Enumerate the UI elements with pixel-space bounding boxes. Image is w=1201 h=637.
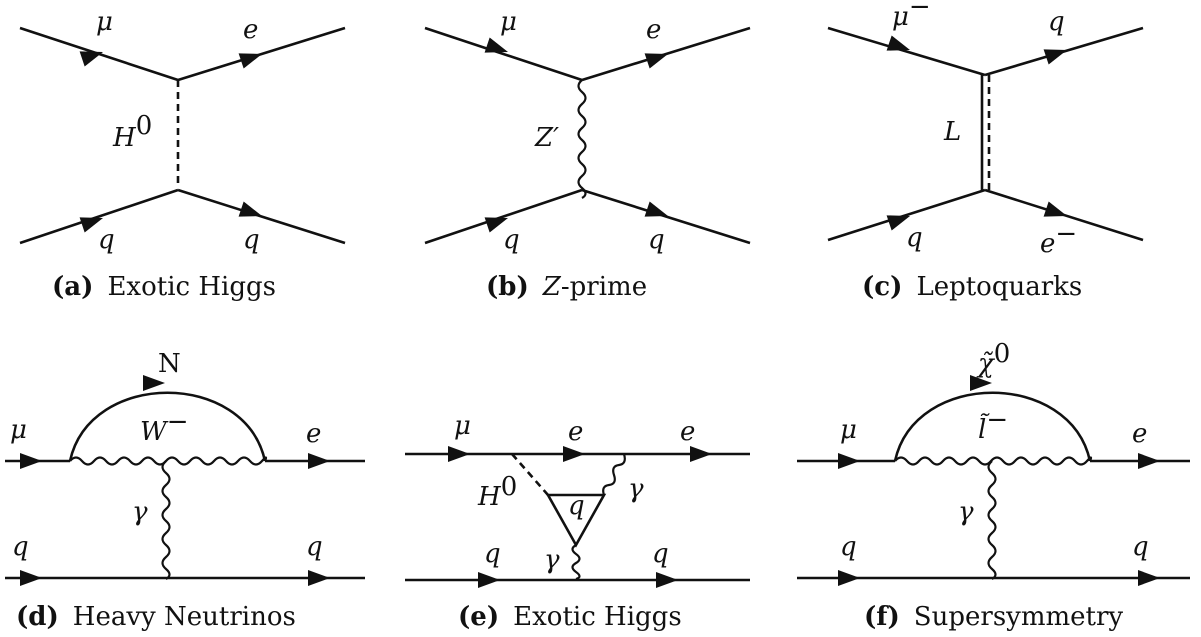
slepton-line	[894, 456, 1093, 466]
fermion-arrow	[838, 453, 860, 469]
label-muon: μ	[454, 411, 471, 441]
label-electron-out: e	[680, 417, 695, 447]
caption-e: (e)Exotic Higgs	[458, 602, 682, 632]
label-w-boson: W−	[140, 407, 189, 447]
quark-in-line	[19, 188, 179, 245]
fermion-arrow	[1043, 49, 1067, 65]
label-zprime: Z′	[534, 123, 559, 153]
quark-in-line	[827, 188, 986, 242]
label-quark-out: q	[306, 532, 323, 562]
label-quark-top: q	[1048, 7, 1065, 37]
label-quark-out: q	[243, 225, 260, 255]
label-muon: μ	[10, 415, 27, 445]
label-quark-out: q	[652, 539, 669, 569]
fermion-arrow	[644, 53, 668, 69]
diagram-d: N W− μ e γ q q (d)Heavy Neutrinos	[5, 349, 365, 632]
fermion-arrow	[484, 37, 508, 53]
label-photon: γ	[132, 497, 148, 527]
quark-out-line	[581, 188, 751, 245]
fermion-arrow	[478, 572, 500, 588]
quark-out-line	[177, 188, 346, 245]
fermion-arrow	[970, 375, 992, 391]
higgs-line	[511, 453, 549, 496]
label-quark-in: q	[840, 532, 857, 562]
label-neutrino: N	[158, 349, 181, 379]
label-quark-out: q	[1132, 532, 1149, 562]
fermion-arrow	[79, 51, 103, 67]
label-electron: e−	[1040, 219, 1077, 259]
fermion-arrow	[308, 570, 330, 586]
label-photon-right: γ	[628, 474, 644, 504]
label-muon: μ	[500, 7, 517, 37]
fermion-arrow	[656, 572, 678, 588]
diagram-b: μ e Z′ q q (b)Z-prime	[424, 7, 751, 302]
fermion-arrow	[448, 446, 470, 462]
fermion-arrow	[644, 201, 668, 217]
neutralino-arc	[893, 391, 1092, 462]
label-electron: e	[306, 419, 321, 449]
label-quark-out: q	[648, 225, 665, 255]
fermion-arrow	[20, 570, 42, 586]
label-quark-in: q	[98, 225, 115, 255]
zprime-propagator	[577, 79, 587, 199]
label-electron: e	[646, 15, 661, 45]
diagram-c: μ− q L q e− (c)Leptoquarks	[827, 0, 1144, 302]
photon-bottom-line	[571, 544, 581, 581]
diagram-f: χ̃0 l̃− μ e γ q q (f)Supersymmetry	[797, 339, 1190, 632]
fermion-arrow	[1138, 570, 1160, 586]
photon-line	[987, 460, 997, 580]
photon-line	[161, 460, 171, 580]
label-quark-in: q	[503, 225, 520, 255]
label-muon: μ−	[892, 0, 931, 32]
photon-right-line	[602, 453, 626, 496]
fermion-arrow	[838, 570, 860, 586]
fermion-arrow	[563, 446, 585, 462]
caption-f: (f)Supersymmetry	[864, 602, 1123, 632]
caption-c: (c)Leptoquarks	[862, 272, 1082, 302]
fermion-arrow	[238, 201, 262, 217]
label-electron: e	[243, 15, 258, 45]
fermion-arrows	[20, 35, 1160, 588]
label-electron-mid: e	[568, 417, 583, 447]
quark-triangle	[545, 493, 607, 548]
fermion-arrow	[238, 53, 262, 69]
fermion-arrow	[308, 453, 330, 469]
fermion-arrow	[484, 217, 508, 233]
fermion-arrow	[886, 215, 910, 231]
label-photon-bottom: γ	[544, 545, 560, 575]
label-quark-in: q	[484, 539, 501, 569]
fermion-arrow	[20, 453, 42, 469]
quark-in-line	[424, 188, 583, 245]
fermion-arrow	[1043, 201, 1067, 217]
caption-d: (d)Heavy Neutrinos	[16, 602, 296, 632]
muon-line	[827, 26, 986, 77]
w-boson-line	[69, 456, 268, 466]
label-triangle-quark: q	[568, 491, 585, 521]
caption-a: (a)Exotic Higgs	[52, 272, 276, 302]
neutrino-arc	[68, 391, 267, 462]
label-higgs: H0	[477, 472, 517, 512]
label-electron: e	[1132, 419, 1147, 449]
label-higgs: H0	[112, 111, 152, 153]
label-muon: μ	[96, 7, 113, 37]
diagram-e: μ e e H0 q γ γ q q (e)Exotic Higgs	[405, 411, 750, 632]
fermion-arrow	[1138, 453, 1160, 469]
fermion-arrow	[79, 217, 103, 233]
fermion-arrow	[143, 375, 165, 391]
caption-b: (b)Z-prime	[486, 272, 647, 302]
label-muon: μ	[840, 415, 857, 445]
label-quark-in: q	[12, 532, 29, 562]
label-photon: γ	[958, 497, 974, 527]
label-quark-in: q	[906, 223, 923, 253]
fermion-arrow	[886, 35, 910, 51]
muon-line	[424, 26, 583, 82]
label-slepton: l̃−	[978, 405, 1008, 445]
diagram-a: μ e H0 q q (a)Exotic Higgs	[19, 7, 346, 302]
label-neutralino: χ̃0	[976, 339, 1010, 379]
fermion-arrow	[690, 446, 712, 462]
label-leptoquark: L	[943, 117, 961, 147]
